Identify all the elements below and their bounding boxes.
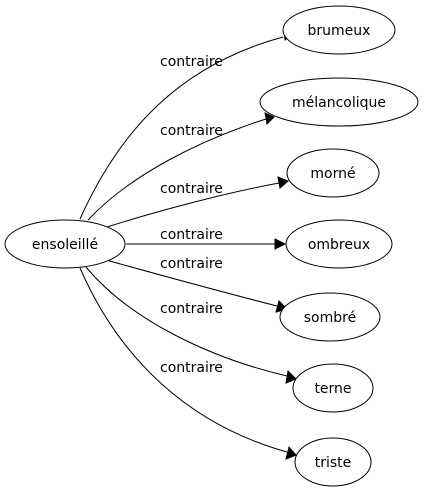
node-label-triste: triste	[315, 455, 352, 471]
node-label-brumeux: brumeux	[308, 23, 371, 39]
edge-labels: contraire contraire contraire contraire …	[160, 54, 223, 376]
edge-label-triste: contraire	[160, 360, 223, 376]
edge-triste	[79, 267, 297, 460]
node-brumeux[interactable]: brumeux	[282, 5, 396, 55]
edge-label-brumeux: contraire	[160, 54, 223, 70]
node-label-terne: terne	[314, 381, 351, 397]
edge-ombreux	[126, 238, 287, 250]
node-label-melancolique: mélancolique	[292, 95, 386, 111]
edges	[79, 29, 297, 460]
node-melancolique[interactable]: mélancolique	[259, 77, 419, 127]
edge-label-morne: contraire	[160, 181, 223, 197]
edge-label-sombre: contraire	[160, 256, 223, 272]
node-sombre[interactable]: sombré	[279, 292, 381, 342]
edge-label-melancolique: contraire	[160, 123, 223, 139]
edge-label-ombreux: contraire	[160, 227, 223, 243]
node-terne[interactable]: terne	[292, 363, 374, 413]
node-ombreux[interactable]: ombreux	[285, 219, 393, 269]
node-label-morne: morné	[310, 166, 355, 182]
edge-terne	[85, 266, 297, 384]
edge-label-terne: contraire	[160, 301, 223, 317]
node-label-sombre: sombré	[304, 310, 356, 326]
edge-morne	[103, 176, 289, 229]
node-label-ombreux: ombreux	[308, 237, 370, 253]
node-ensoleille[interactable]: ensoleillé	[4, 219, 126, 269]
node-triste[interactable]: triste	[294, 437, 372, 487]
node-label-ensoleille: ensoleillé	[32, 237, 98, 253]
node-morne[interactable]: morné	[286, 148, 380, 198]
edge-melancolique	[87, 112, 275, 221]
